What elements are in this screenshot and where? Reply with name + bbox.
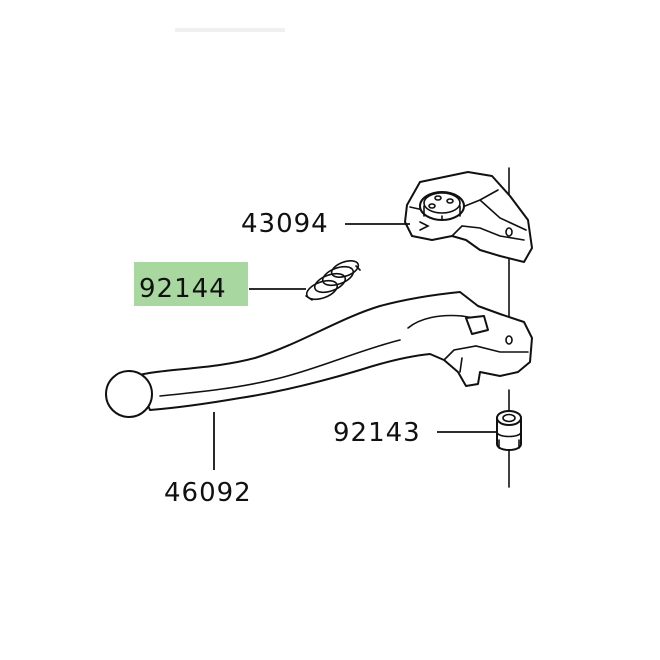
part-label-92144[interactable]: 92144: [139, 274, 227, 304]
part-92144-spring[interactable]: [304, 258, 361, 303]
faint-header-band: [175, 28, 285, 32]
part-43094-adjuster[interactable]: [404, 171, 533, 263]
part-label-46092[interactable]: 46092: [164, 478, 252, 508]
part-label-43094[interactable]: 43094: [241, 209, 329, 239]
part-46092-lever[interactable]: [105, 291, 533, 418]
part-label-92143[interactable]: 92143: [333, 418, 421, 448]
part-92144-highlight-box: [134, 262, 248, 306]
part-92143-bushing[interactable]: [496, 410, 522, 451]
